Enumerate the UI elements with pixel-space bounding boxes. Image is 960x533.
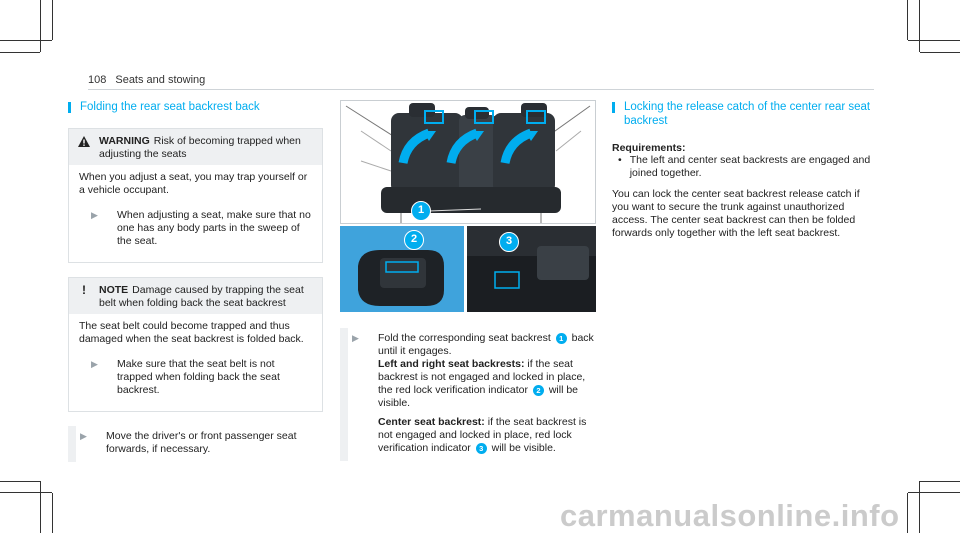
arrow-right-icon: ▶ [80, 431, 87, 441]
crop-mark [40, 481, 41, 533]
page-number: 108 [88, 74, 107, 86]
crop-mark [40, 0, 41, 52]
exclamation-icon: ! [82, 283, 86, 297]
instruction-step: ▶ Fold the corresponding seat backrest 1… [340, 328, 596, 461]
crop-mark [907, 493, 908, 533]
warning-heading: Risk of becoming trapped when adjusting … [99, 135, 301, 160]
callout-2: 2 [404, 230, 424, 250]
instruction-step: ▶ Move the driver's or front passenger s… [68, 426, 323, 462]
arrow-right-icon: ▶ [91, 210, 98, 220]
note-text: The seat belt could become trapped and t… [79, 320, 304, 345]
crop-mark [920, 481, 960, 482]
bullet-icon: • [618, 154, 622, 166]
note-label: NOTE [99, 284, 129, 296]
crop-mark [908, 492, 960, 493]
crop-mark [52, 0, 53, 40]
arrow-right-icon: ▶ [91, 359, 98, 369]
page-header: 108 Seats and stowing [88, 74, 205, 86]
crop-mark [920, 52, 960, 53]
crop-mark [0, 492, 52, 493]
crop-mark [919, 0, 920, 52]
right-column: Locking the release catch of the center … [612, 100, 877, 240]
lock-indicator-center-image: 3 [467, 226, 596, 312]
left-column: Folding the rear seat backrest back WARN… [68, 100, 323, 462]
callout-3-inline: 3 [475, 442, 487, 454]
callout-1-inline: 1 [555, 332, 567, 344]
center-label: Center seat backrest: [378, 416, 485, 428]
warning-triangle-icon [77, 135, 91, 150]
body-text: You can lock the center seat backrest re… [612, 188, 860, 239]
arrow-right-icon: ▶ [352, 333, 359, 343]
rear-seat-overview-image: 1 [340, 100, 596, 224]
lock-indicator-outer-image: 2 [340, 226, 464, 312]
warning-text: When you adjust a seat, you may trap you… [79, 171, 308, 196]
warning-label: WARNING [99, 135, 150, 147]
note-step: ▶ Make sure that the seat belt is not tr… [91, 358, 280, 396]
section-title: Locking the release catch of the center … [612, 100, 877, 128]
crop-mark [907, 0, 908, 40]
chapter-title: Seats and stowing [115, 74, 206, 86]
crop-mark [908, 40, 960, 41]
header-divider [88, 89, 874, 90]
warning-step: ▶ When adjusting a seat, make sure that … [91, 209, 311, 247]
note-heading: Damage caused by trapping the seat belt … [99, 284, 304, 309]
crop-mark [0, 481, 40, 482]
watermark: carmanualsonline.info [560, 498, 900, 533]
callout-3: 3 [499, 232, 519, 252]
middle-column: 1 2 3 ▶ Fold the corresponding seat back… [340, 100, 596, 461]
section-title: Folding the rear seat backrest back [68, 100, 323, 114]
callout-1: 1 [411, 201, 431, 221]
requirements-label: Requirements: [612, 142, 686, 154]
crop-mark [0, 52, 40, 53]
crop-mark [0, 40, 52, 41]
crop-mark [919, 481, 920, 533]
requirement-item: • The left and center seat backrests are… [618, 154, 871, 179]
callout-2-inline: 2 [532, 384, 544, 396]
seat-illustration: 1 2 3 [340, 100, 596, 312]
crop-mark [52, 493, 53, 533]
left-right-label: Left and right seat backrests: [378, 358, 525, 370]
